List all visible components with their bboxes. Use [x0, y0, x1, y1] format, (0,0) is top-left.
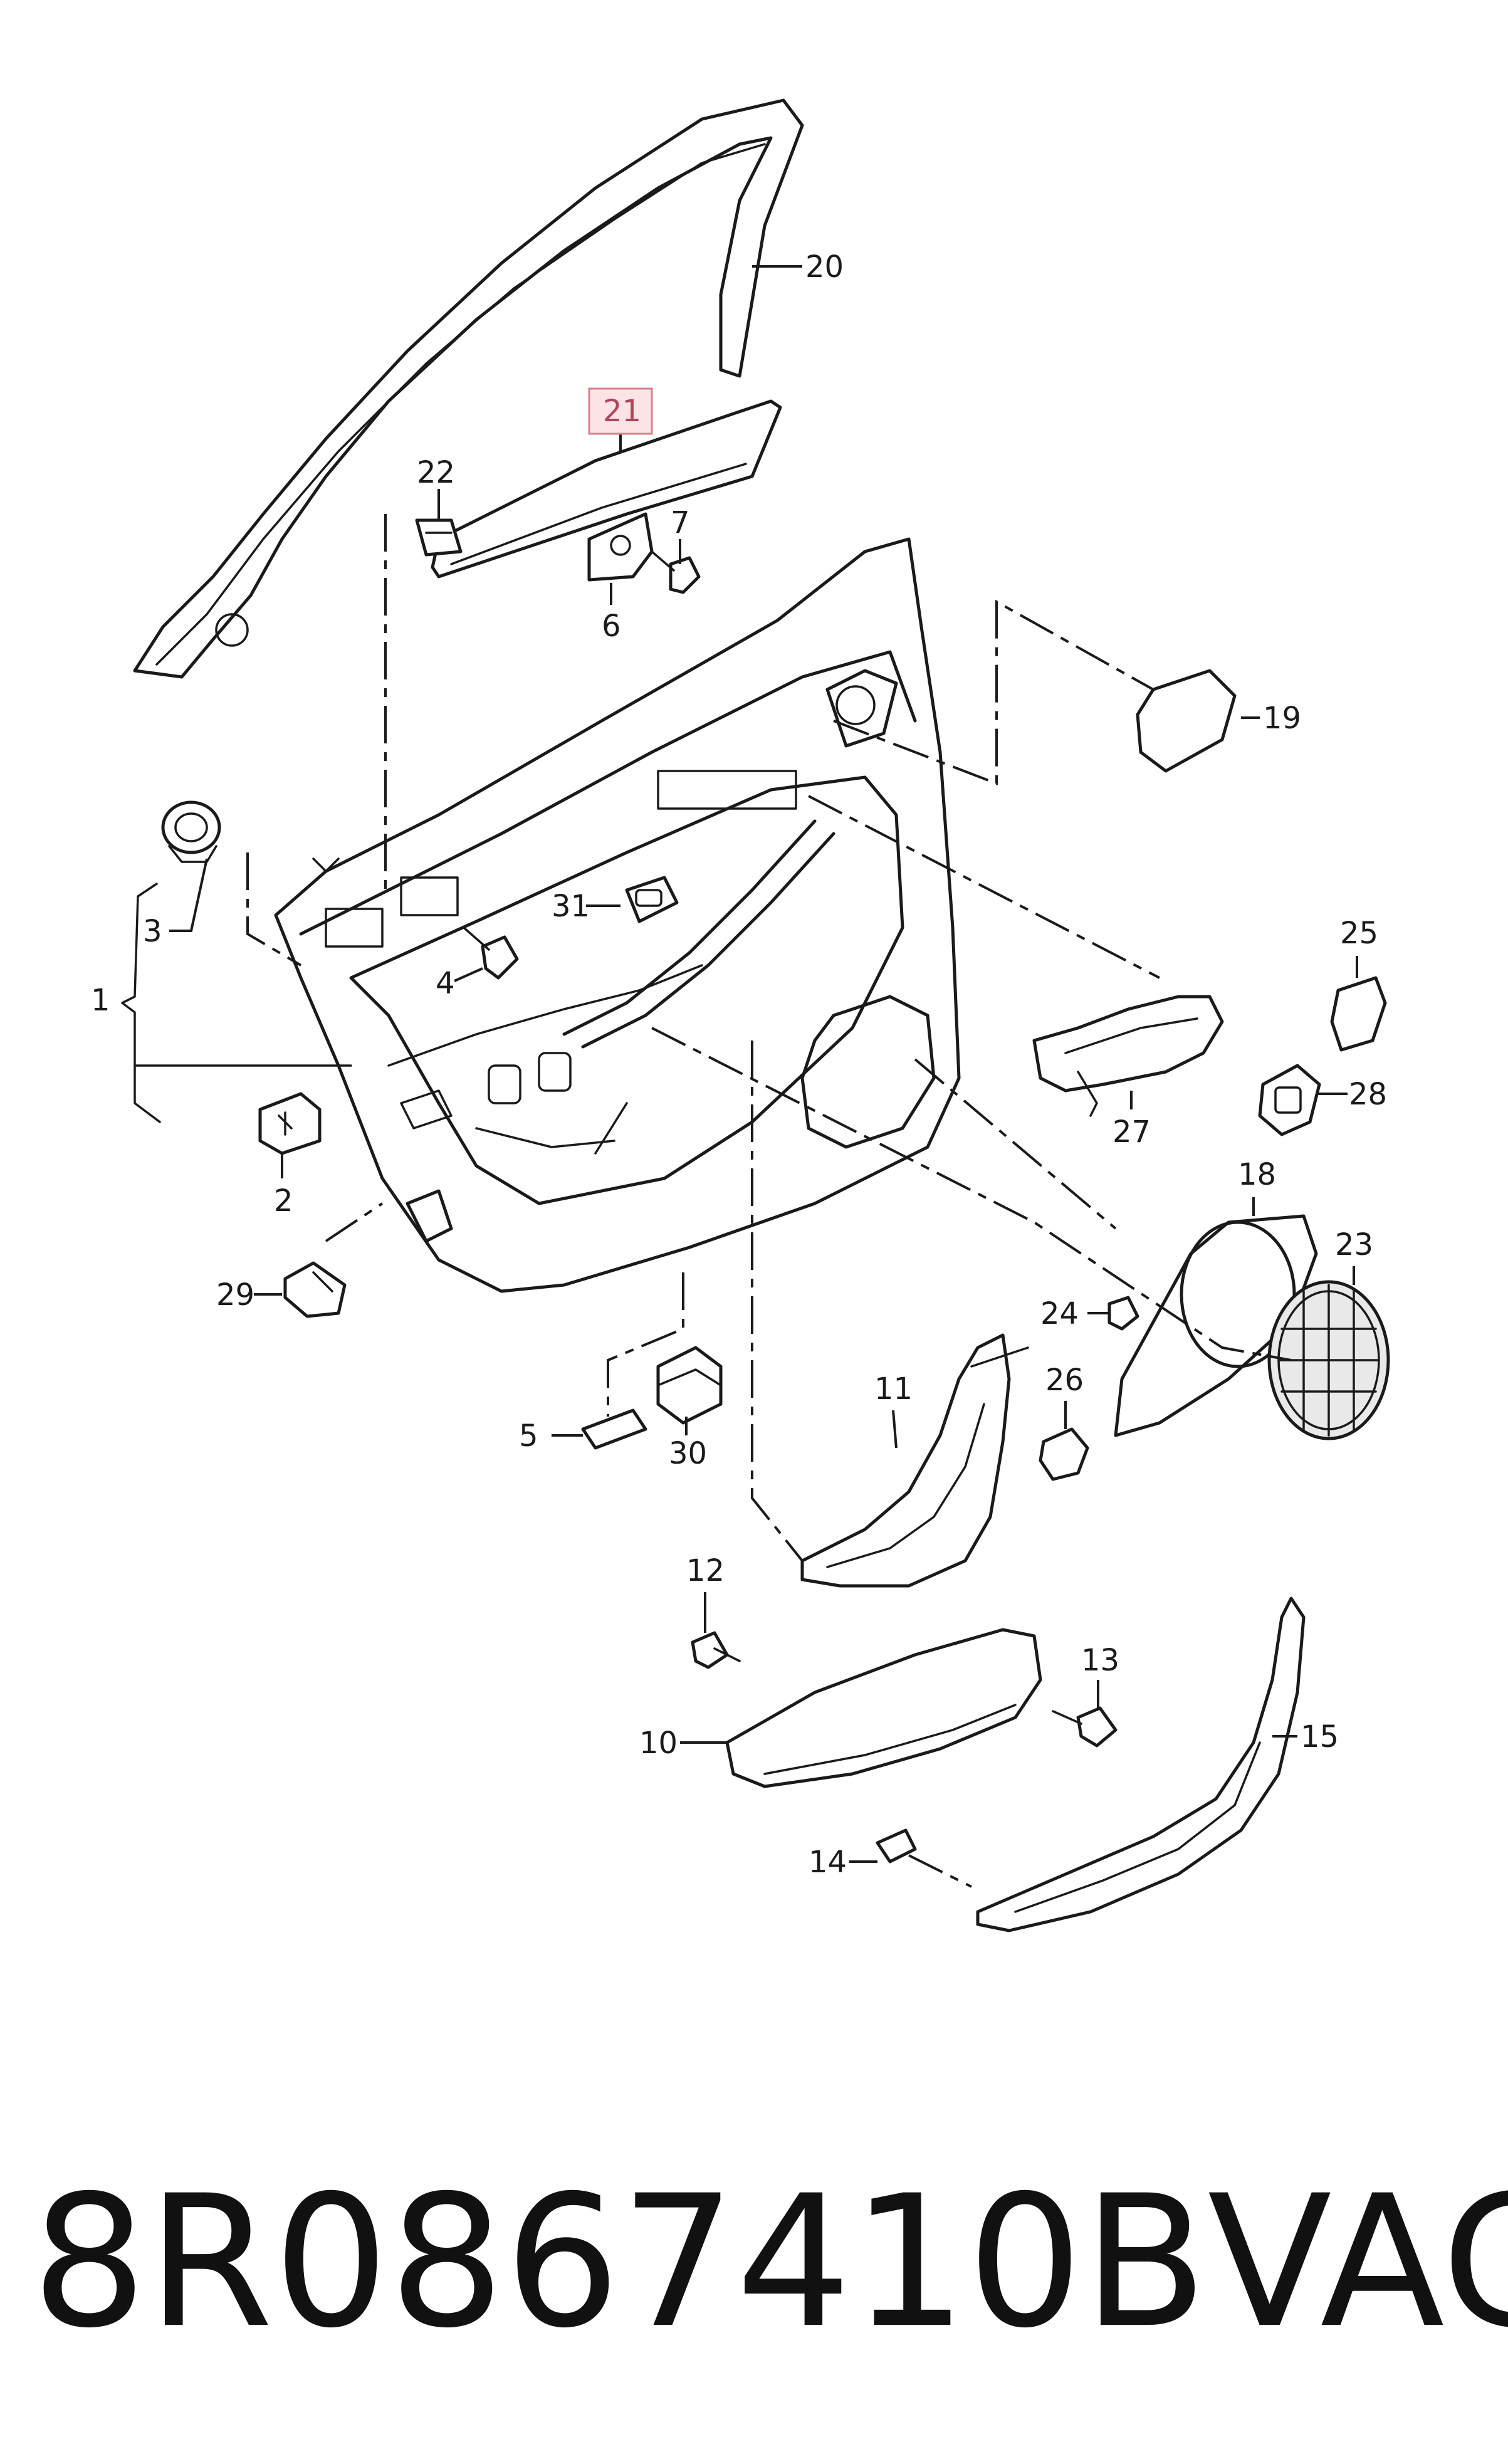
part-27-door-handle — [1032, 995, 1224, 1117]
part-2-cap — [258, 1092, 322, 1155]
callout-18: 18 — [1238, 1157, 1276, 1192]
part-12-screw — [691, 1631, 741, 1669]
part-5-plate — [581, 1408, 647, 1450]
callout-7: 7 — [671, 505, 690, 540]
callout-10: 10 — [639, 1726, 678, 1761]
callout-11: 11 — [874, 1371, 913, 1407]
part-24-screw — [1107, 1296, 1139, 1331]
part-26-clip — [1039, 1427, 1089, 1481]
part-23-speaker-grille — [1267, 1280, 1390, 1440]
callout-31: 31 — [552, 889, 590, 924]
footer: 8R0867410B VAG — [31, 2156, 1508, 2369]
callout-19: 19 — [1263, 701, 1301, 736]
callout-21: 21 — [603, 394, 641, 429]
part-number-label: 8R0867410B — [31, 2157, 1208, 2368]
callout-29: 29 — [216, 1277, 254, 1313]
part-29-clip — [283, 1261, 347, 1318]
part-15-lower-trim — [976, 1596, 1306, 1932]
callout-28: 28 — [1349, 1077, 1387, 1112]
part-22-clip — [415, 518, 463, 557]
callout-6: 6 — [602, 609, 621, 644]
callout-26: 26 — [1045, 1363, 1084, 1398]
callout-24: 24 — [1040, 1296, 1079, 1331]
callout-25: 25 — [1340, 916, 1378, 951]
callout-leaders — [169, 265, 1358, 1863]
callout-20: 20 — [805, 249, 844, 285]
callout-2: 2 — [274, 1183, 293, 1219]
brand-label: VAG — [1207, 2157, 1508, 2368]
part-3-grommet — [161, 800, 221, 863]
callout-30: 30 — [669, 1436, 707, 1471]
part-20-window-seal — [133, 98, 804, 679]
callout-3: 3 — [143, 914, 162, 949]
callout-22: 22 — [417, 455, 455, 490]
callout-14: 14 — [809, 1845, 847, 1880]
callout-1: 1 — [91, 983, 110, 1018]
part-25-cap — [1330, 976, 1387, 1052]
callout-5: 5 — [519, 1418, 538, 1454]
callouts: 20 21 22 7 6 19 3 31 1 4 25 28 27 2 18 2… — [91, 249, 1387, 1880]
callout-12: 12 — [686, 1553, 725, 1588]
assembly-lines — [246, 514, 1292, 1888]
part-19-cap — [1136, 669, 1237, 773]
callout-4: 4 — [436, 966, 455, 1001]
callout-15: 15 — [1301, 1719, 1339, 1754]
callout-21-highlight — [588, 387, 653, 435]
part-13-screw — [1052, 1706, 1118, 1748]
part-6-bracket — [587, 512, 654, 582]
callout-23: 23 — [1335, 1227, 1373, 1262]
part-30-connector — [656, 1346, 723, 1425]
part-14-clip — [876, 1828, 917, 1864]
part-28-switch — [1258, 1064, 1321, 1136]
part-1-door-panel — [274, 537, 961, 1293]
callout-13: 13 — [1081, 1643, 1119, 1678]
part-11-handle-trim — [800, 1333, 1029, 1588]
callout-27: 27 — [1113, 1114, 1151, 1150]
part-31-insert — [625, 876, 679, 923]
part-7-screw — [651, 550, 701, 594]
part-10-armrest — [725, 1628, 1042, 1788]
part-1-bracket — [121, 883, 161, 1123]
part-4-screw — [463, 926, 519, 980]
